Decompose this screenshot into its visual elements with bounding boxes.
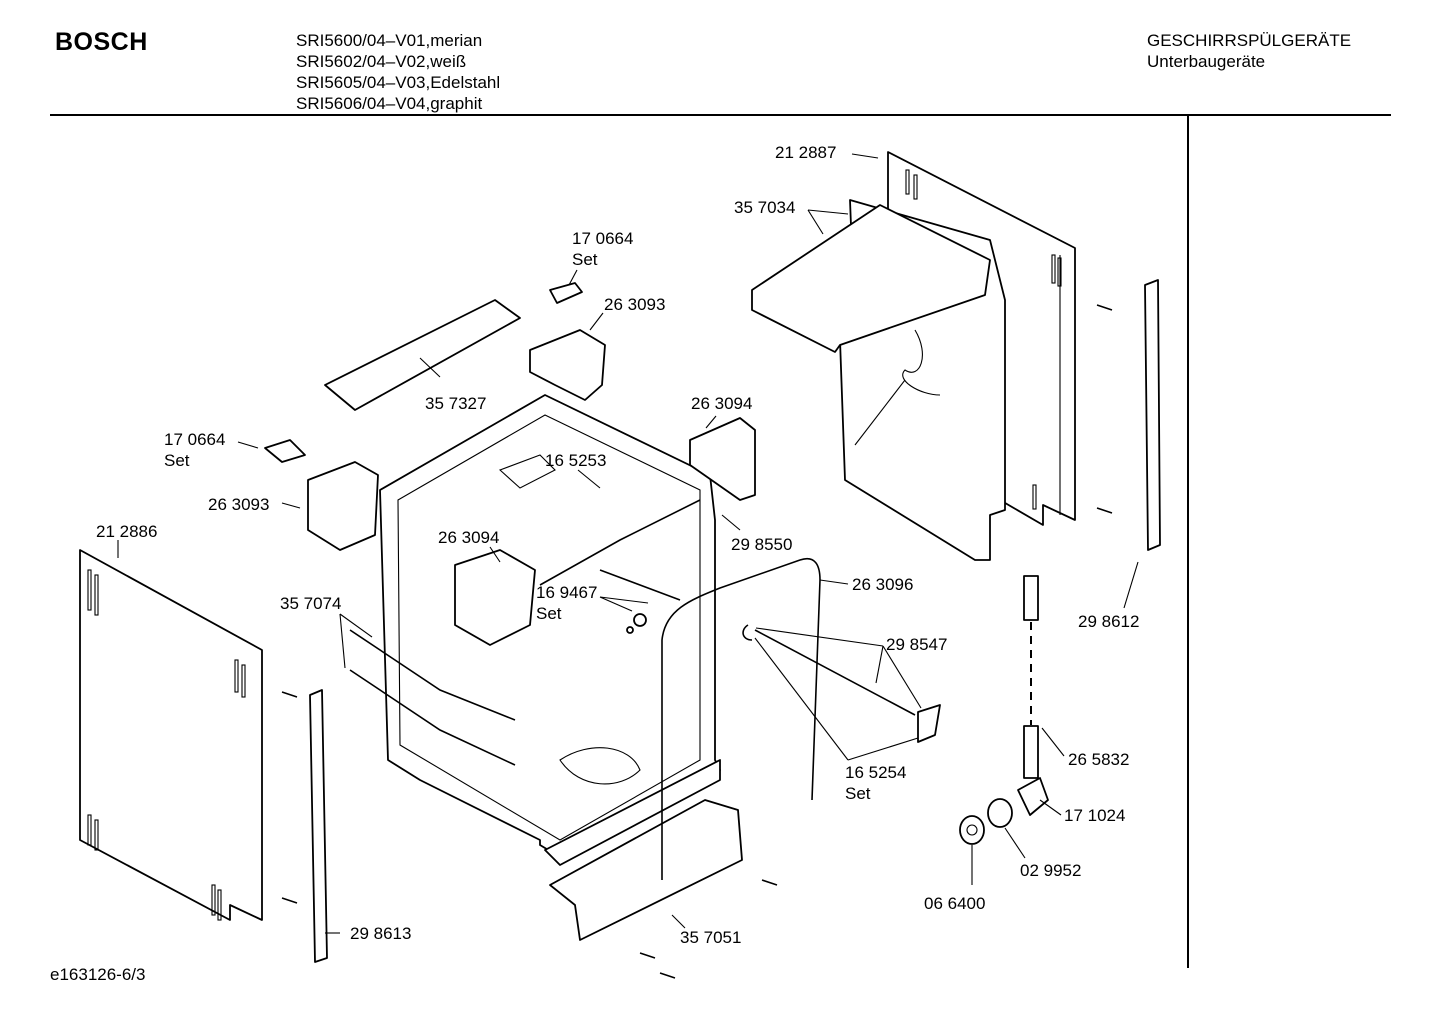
model-line: SRI5602/04–V02,weiß bbox=[296, 52, 467, 71]
part-label: 17 0664 bbox=[572, 229, 633, 248]
part-label: 16 5254 bbox=[845, 763, 906, 782]
hinge-brackets-drawing bbox=[264, 282, 756, 646]
part-label: 06 6400 bbox=[924, 894, 985, 913]
part-label: 17 0664 bbox=[164, 430, 225, 449]
trim-strips-drawing bbox=[309, 279, 1161, 963]
part-label: 29 8550 bbox=[731, 535, 792, 554]
brand-logo: BOSCH bbox=[55, 28, 148, 56]
part-label: 26 3093 bbox=[208, 495, 269, 514]
part-label: 16 9467 bbox=[536, 583, 597, 602]
cover-plate-drawing bbox=[324, 299, 521, 411]
part-label: 26 3094 bbox=[691, 394, 752, 413]
part-label: 35 7051 bbox=[680, 928, 741, 947]
part-label: 26 3093 bbox=[604, 295, 665, 314]
model-list: SRI5600/04–V01,merian SRI5602/04–V02,wei… bbox=[296, 30, 500, 114]
part-label: Set bbox=[164, 451, 190, 470]
hose-connector-drawing bbox=[959, 575, 1049, 845]
part-label: 35 7327 bbox=[425, 394, 486, 413]
header-divider bbox=[50, 114, 1391, 116]
part-label: 35 7074 bbox=[280, 594, 341, 613]
part-label: 21 2887 bbox=[775, 143, 836, 162]
model-line: SRI5606/04–V04,graphit bbox=[296, 94, 483, 113]
model-line: SRI5605/04–V03,Edelstahl bbox=[296, 73, 501, 92]
part-label: 29 8612 bbox=[1078, 612, 1139, 631]
rails-and-seals-drawing bbox=[349, 499, 941, 880]
model-line: SRI5600/04–V01,merian bbox=[296, 31, 483, 50]
side-panel-left-drawing bbox=[79, 549, 263, 921]
part-label: 26 5832 bbox=[1068, 750, 1129, 769]
drawing-code: e163126-6/3 bbox=[50, 965, 146, 984]
part-label: 16 5253 bbox=[545, 451, 606, 470]
side-divider bbox=[1187, 116, 1189, 968]
part-label: 26 3094 bbox=[438, 528, 499, 547]
part-labels: 21 2887 35 7034 17 0664 Set 26 3093 35 7… bbox=[96, 143, 1139, 947]
category-subtitle: Unterbaugeräte bbox=[1147, 52, 1266, 71]
part-label: Set bbox=[536, 604, 562, 623]
part-label: Set bbox=[845, 784, 871, 803]
part-label: 17 1024 bbox=[1064, 806, 1125, 825]
leader-lines bbox=[117, 153, 1139, 934]
tub-body-drawing bbox=[379, 394, 721, 866]
part-label: 26 3096 bbox=[852, 575, 913, 594]
part-label: 29 8547 bbox=[886, 635, 947, 654]
part-label: 21 2886 bbox=[96, 522, 157, 541]
insulation-board-drawing bbox=[751, 199, 1006, 561]
part-label: 02 9952 bbox=[1020, 861, 1081, 880]
screws-drawing bbox=[281, 304, 1113, 979]
category-title: GESCHIRRSPÜLGERÄTE bbox=[1147, 31, 1352, 50]
part-label: 35 7034 bbox=[734, 198, 795, 217]
part-label: Set bbox=[572, 250, 598, 269]
category-block: GESCHIRRSPÜLGERÄTE Unterbaugeräte bbox=[1147, 30, 1351, 72]
part-label: 29 8613 bbox=[350, 924, 411, 943]
